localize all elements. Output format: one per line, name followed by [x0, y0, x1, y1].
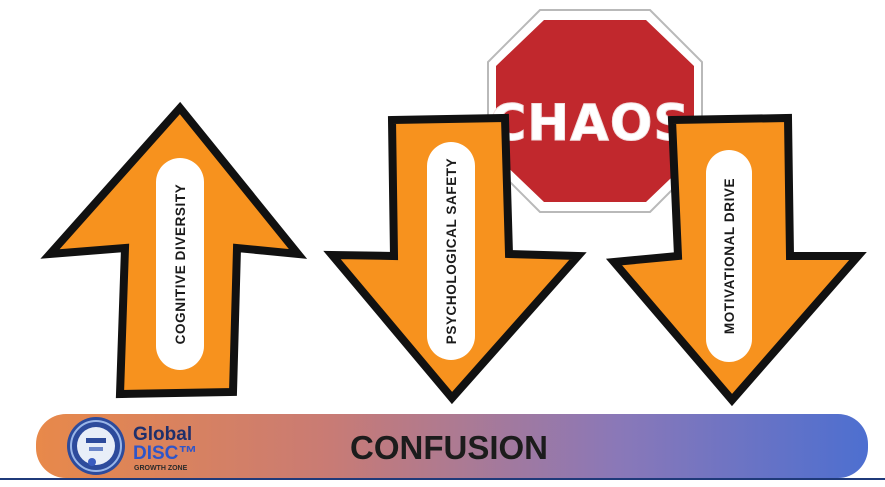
arrow-psychological-safety: PSYCHOLOGICAL SAFETY	[323, 113, 587, 405]
bottom-rule	[0, 478, 885, 480]
logo-disc-text: DISC™	[133, 443, 197, 464]
confusion-text: CONFUSION	[350, 429, 548, 466]
stop-sign: CHAOS	[487, 9, 703, 213]
global-disc-logo: Global DISC™ GROWTH ZONE	[67, 417, 197, 475]
banner-bar	[36, 414, 868, 478]
logo-growth-zone-text: GROWTH ZONE	[134, 465, 188, 472]
logo-badge-ring	[70, 420, 122, 472]
chaos-text: CHAOS	[490, 94, 691, 152]
arrow-label-pill	[427, 142, 475, 360]
cognitive-diversity-label: COGNITIVE DIVERSITY	[173, 184, 188, 345]
arrow-cognitive-diversity: COGNITIVE DIVERSITY	[40, 101, 308, 399]
stop-sign-face	[496, 20, 694, 202]
logo-badge-dot	[88, 458, 96, 466]
logo-global-text: Global	[133, 424, 192, 445]
logo-badge-inner	[77, 427, 115, 465]
logo-badge-mark	[89, 447, 103, 451]
arrow-motivational-drive: MOTIVATIONAL DRIVE	[605, 113, 867, 407]
arrow-label-pill	[706, 150, 752, 362]
psychological-safety-label: PSYCHOLOGICAL SAFETY	[444, 158, 459, 345]
motivational-drive-label: MOTIVATIONAL DRIVE	[722, 178, 737, 334]
confusion-banner: CONFUSION	[36, 414, 868, 478]
logo-badge-mark	[86, 438, 106, 443]
arrow-label-pill	[156, 158, 204, 370]
